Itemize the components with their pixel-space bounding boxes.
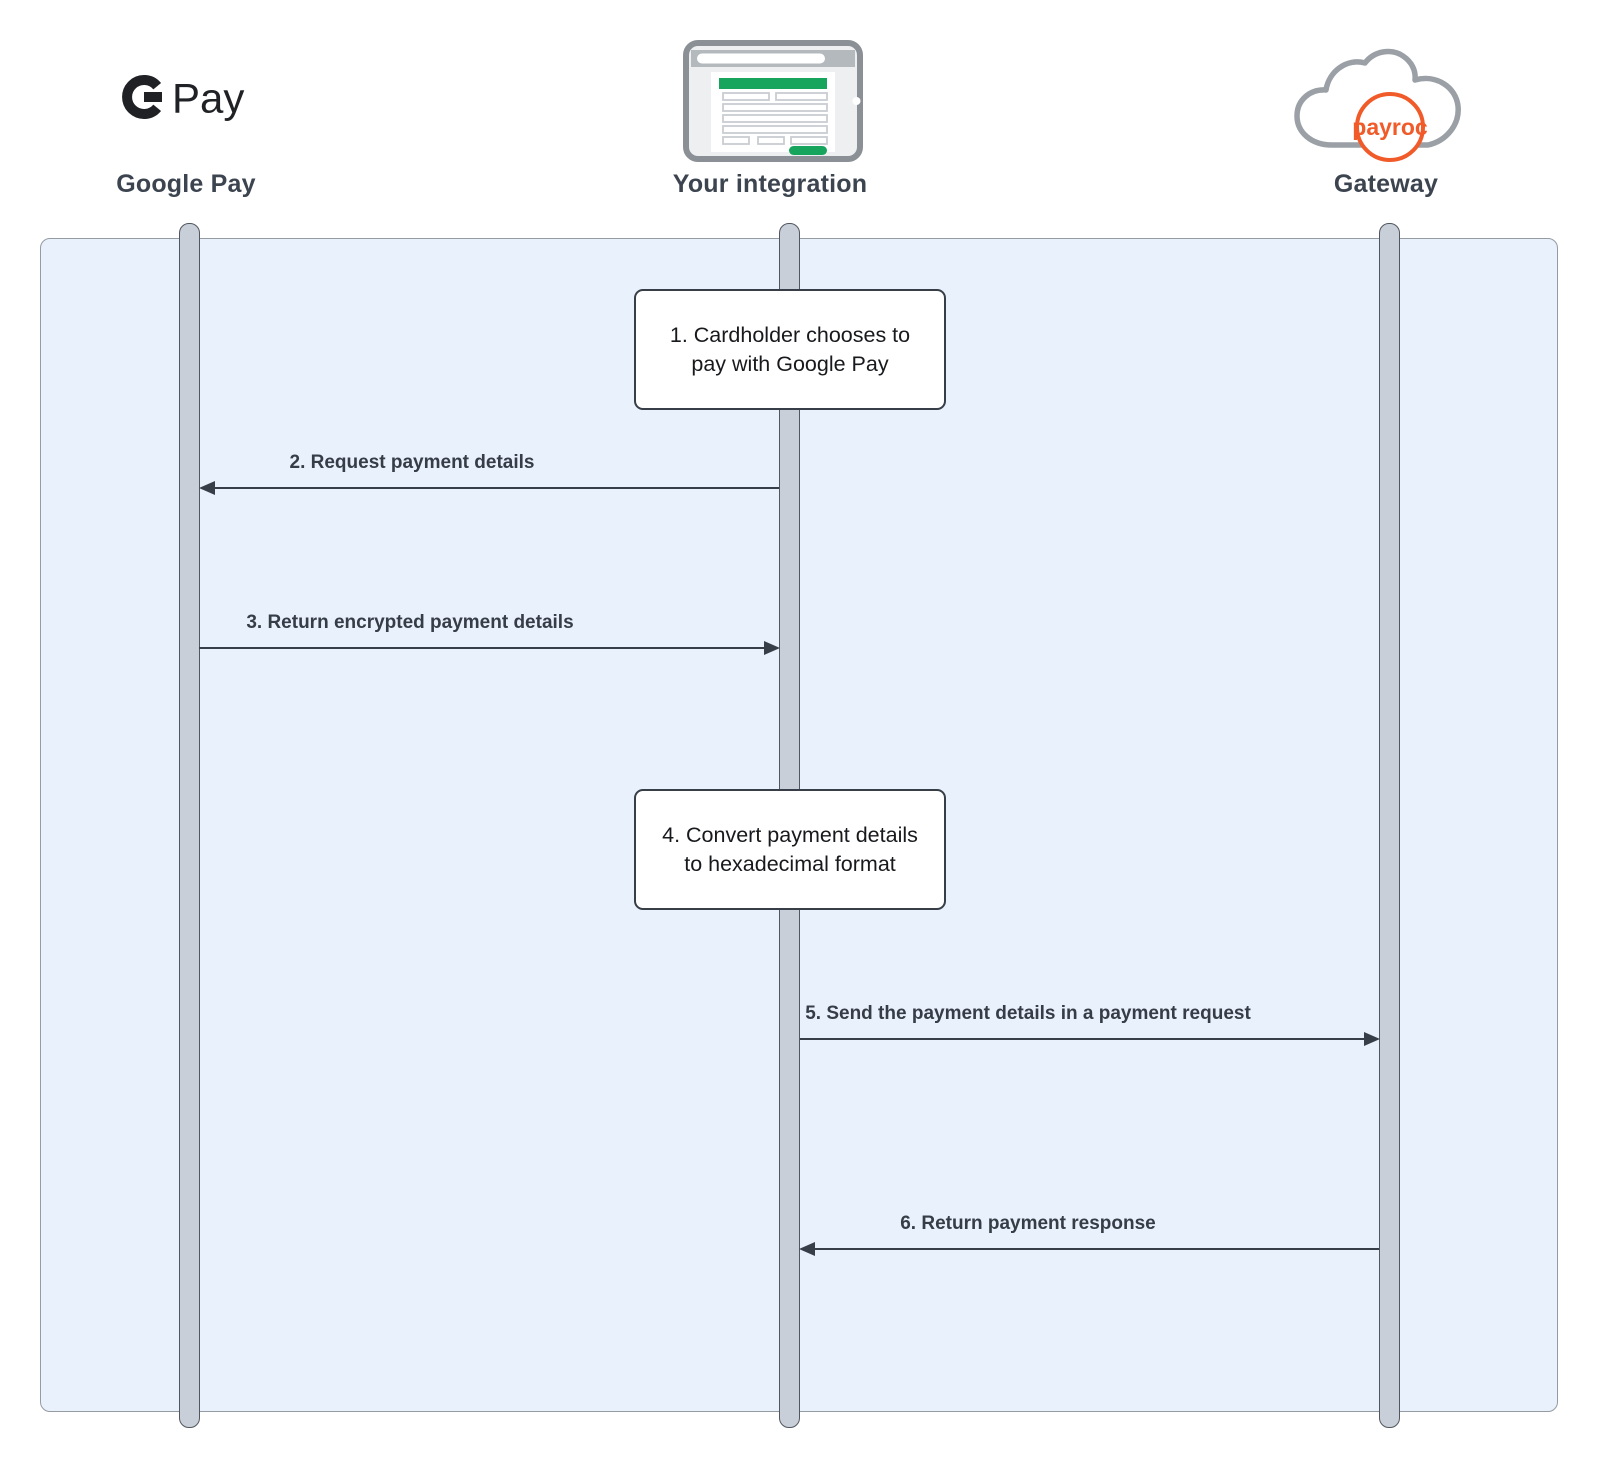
message-label-3: 3. Return encrypted payment details (246, 612, 574, 633)
message-line-3 (199, 647, 765, 649)
message-label-2: 2. Request payment details (289, 452, 535, 473)
actor-label-gateway: Gateway (1333, 170, 1439, 198)
step-box-4: 4. Convert payment details to hexadecima… (634, 789, 946, 910)
actor-label-your-integration: Your integration (672, 170, 868, 198)
payroc-cloud-icon: payroc (1294, 48, 1461, 162)
gpay-logo-pay-text: Pay (172, 75, 244, 122)
arrowhead-left-icon (199, 481, 215, 495)
actor-label-google-pay: Google Pay (116, 170, 256, 198)
step-box-1: 1. Cardholder chooses to pay with Google… (634, 289, 946, 410)
browser-address-bar (697, 53, 825, 64)
lifeline-google-pay (179, 223, 200, 1428)
arrowhead-right-icon (1364, 1032, 1380, 1046)
tablet-home-button (852, 97, 861, 105)
form-fields (722, 92, 828, 145)
message-line-6 (813, 1248, 1379, 1250)
message-line-2 (213, 487, 779, 489)
form-submit-button (789, 146, 827, 155)
arrowhead-right-icon (764, 641, 780, 655)
lifeline-gateway (1379, 223, 1400, 1428)
message-line-5 (800, 1038, 1365, 1040)
message-label-6: 6. Return payment response (900, 1213, 1156, 1234)
gpay-logo-icon: Pay (122, 75, 244, 122)
payroc-wordmark: payroc (1352, 114, 1428, 140)
arrowhead-left-icon (799, 1242, 815, 1256)
payroc-circle (1355, 92, 1425, 162)
browser-window-icon (683, 40, 863, 162)
form-header-bar (719, 78, 827, 89)
gpay-g-mark (122, 75, 162, 119)
gpay-g-bar (144, 92, 162, 102)
message-label-5: 5. Send the payment details in a payment… (805, 1003, 1251, 1024)
